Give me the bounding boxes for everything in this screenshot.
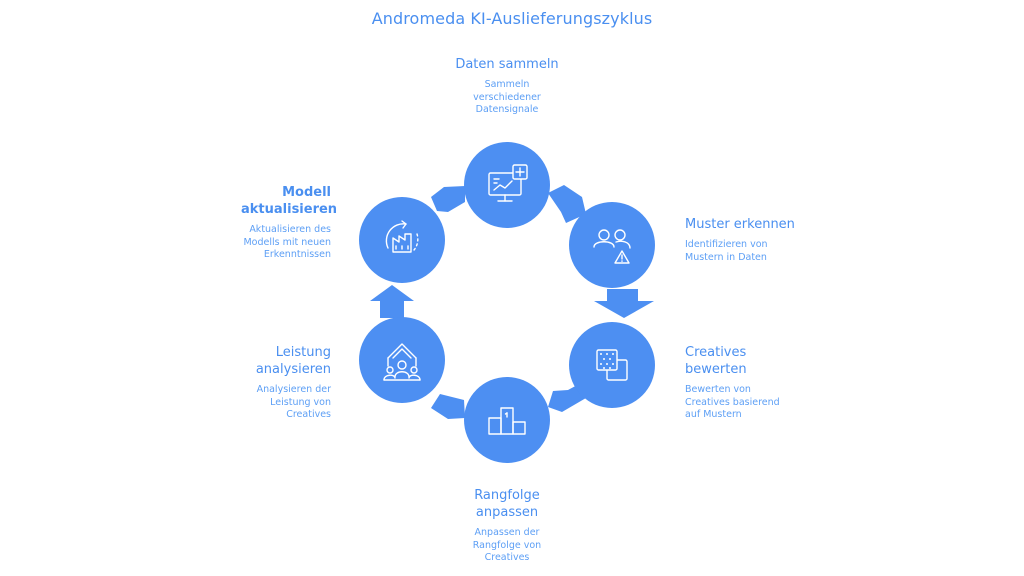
step-title: Rangfolge anpassen bbox=[474, 488, 540, 520]
step-analyze-performance: Leistung analysieren Analysieren der Lei… bbox=[226, 344, 331, 422]
step-detect-patterns: Muster erkennen Identifizieren von Muste… bbox=[685, 216, 825, 264]
arrow-analyze-to-update bbox=[370, 285, 414, 318]
users-warning-icon bbox=[593, 229, 631, 264]
step-title: Modell aktualisieren bbox=[241, 185, 338, 217]
cycle-arrows bbox=[370, 185, 654, 419]
step-update-model: Modell aktualisieren Aktualisieren des M… bbox=[226, 184, 338, 262]
step-description: Sammeln verschiedener Datensignale bbox=[473, 79, 541, 115]
circle-detect-patterns bbox=[569, 202, 655, 288]
step-title: Daten sammeln bbox=[455, 57, 559, 72]
step-description: Aktualisieren des Modells mit neuen Erke… bbox=[243, 224, 331, 260]
diagram-title: Andromeda KI-Auslieferungszyklus bbox=[371, 9, 653, 28]
circle-update-model bbox=[359, 197, 445, 283]
arrow-rank-to-analyze bbox=[431, 394, 465, 419]
step-title: Muster erkennen bbox=[685, 217, 795, 232]
step-description: Analysieren der Leistung von Creatives bbox=[256, 384, 331, 420]
step-description: Identifizieren von Mustern in Daten bbox=[685, 239, 768, 263]
circle-analyze-performance bbox=[359, 317, 445, 403]
step-title: Creatives bewerten bbox=[685, 345, 747, 377]
step-title: Leistung analysieren bbox=[255, 345, 331, 377]
step-description: Anpassen der Rangfolge von Creatives bbox=[472, 527, 542, 563]
step-evaluate-creatives: Creatives bewerten Bewerten von Creative… bbox=[685, 344, 785, 422]
circle-adjust-ranking bbox=[464, 377, 550, 463]
arrow-collect-to-detect bbox=[548, 185, 586, 223]
arrow-evaluate-to-rank bbox=[548, 383, 586, 412]
monitor-chart-plus-icon bbox=[488, 164, 528, 202]
arrow-detect-to-evaluate bbox=[594, 289, 654, 318]
circle-collect-data bbox=[464, 142, 550, 228]
podium-icon bbox=[488, 407, 526, 435]
step-description: Bewerten von Creatives basierend auf Mus… bbox=[685, 384, 780, 420]
step-adjust-ranking: Rangfolge anpassen Anpassen der Rangfolg… bbox=[437, 487, 577, 565]
step-circles bbox=[359, 142, 655, 463]
step-collect-data: Daten sammeln Sammeln verschiedener Date… bbox=[437, 56, 577, 117]
refresh-factory-icon bbox=[385, 220, 419, 253]
dotted-squares-icon bbox=[596, 349, 628, 381]
team-growth-arrows-icon bbox=[383, 343, 421, 381]
arrow-update-to-collect bbox=[431, 186, 465, 212]
